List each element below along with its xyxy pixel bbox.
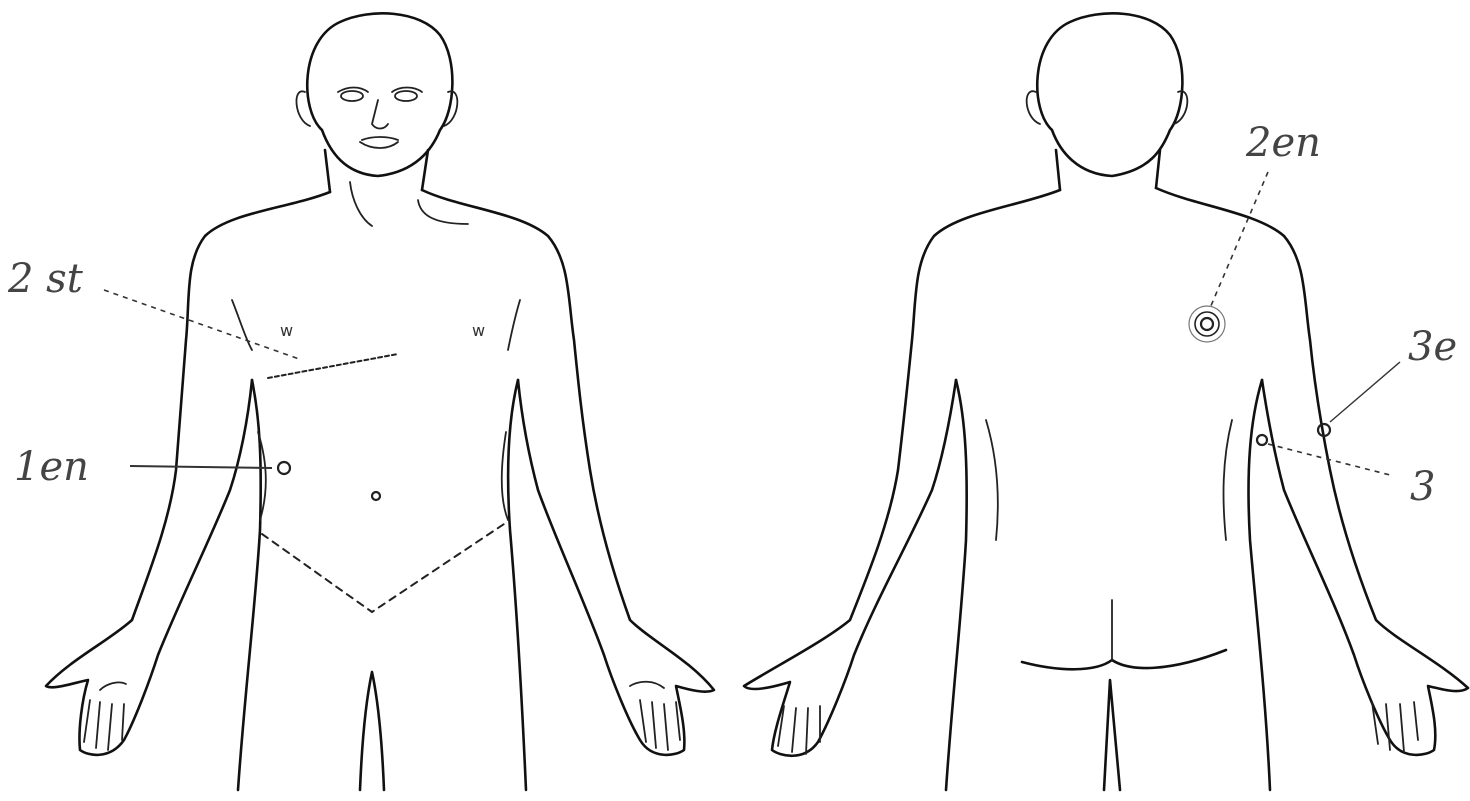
- front-neck: [325, 150, 330, 192]
- front-head: [307, 13, 452, 176]
- upper-back-wound-marker: [1189, 306, 1225, 342]
- abdomen-wound-label: 1en: [14, 444, 89, 490]
- back-figure: [744, 13, 1468, 790]
- abdomen-leader-line: [130, 466, 272, 468]
- upper-back-leader-line: [1210, 172, 1268, 308]
- front-waist-dashed-line: [262, 524, 504, 612]
- chest-leader-line: [104, 290, 302, 360]
- back-buttocks: [1022, 650, 1226, 669]
- front-right-arm: [422, 190, 714, 755]
- abdomen-wound-marker: [278, 462, 290, 474]
- chest-wound-label: 2 st: [7, 256, 84, 302]
- front-annotations: 2 st 1en: [7, 256, 398, 490]
- arm-upper-leader-line: [1330, 362, 1400, 422]
- back-annotations: 2en 3e 3: [1189, 120, 1457, 510]
- upper-back-wound-label: 2en: [1245, 120, 1321, 166]
- svg-text:w: w: [280, 321, 293, 340]
- arm-wound-marker-lower: [1257, 435, 1267, 445]
- arm-upper-wound-label: 3e: [1408, 324, 1457, 370]
- front-navel: [372, 492, 380, 500]
- chest-wound-line: [268, 354, 398, 378]
- front-face: [338, 88, 422, 149]
- front-figure: w w: [46, 13, 714, 790]
- front-legs: [360, 672, 384, 790]
- svg-text:w: w: [472, 321, 485, 340]
- arm-lower-wound-label: 3: [1410, 464, 1435, 510]
- back-left-arm: [744, 190, 1060, 756]
